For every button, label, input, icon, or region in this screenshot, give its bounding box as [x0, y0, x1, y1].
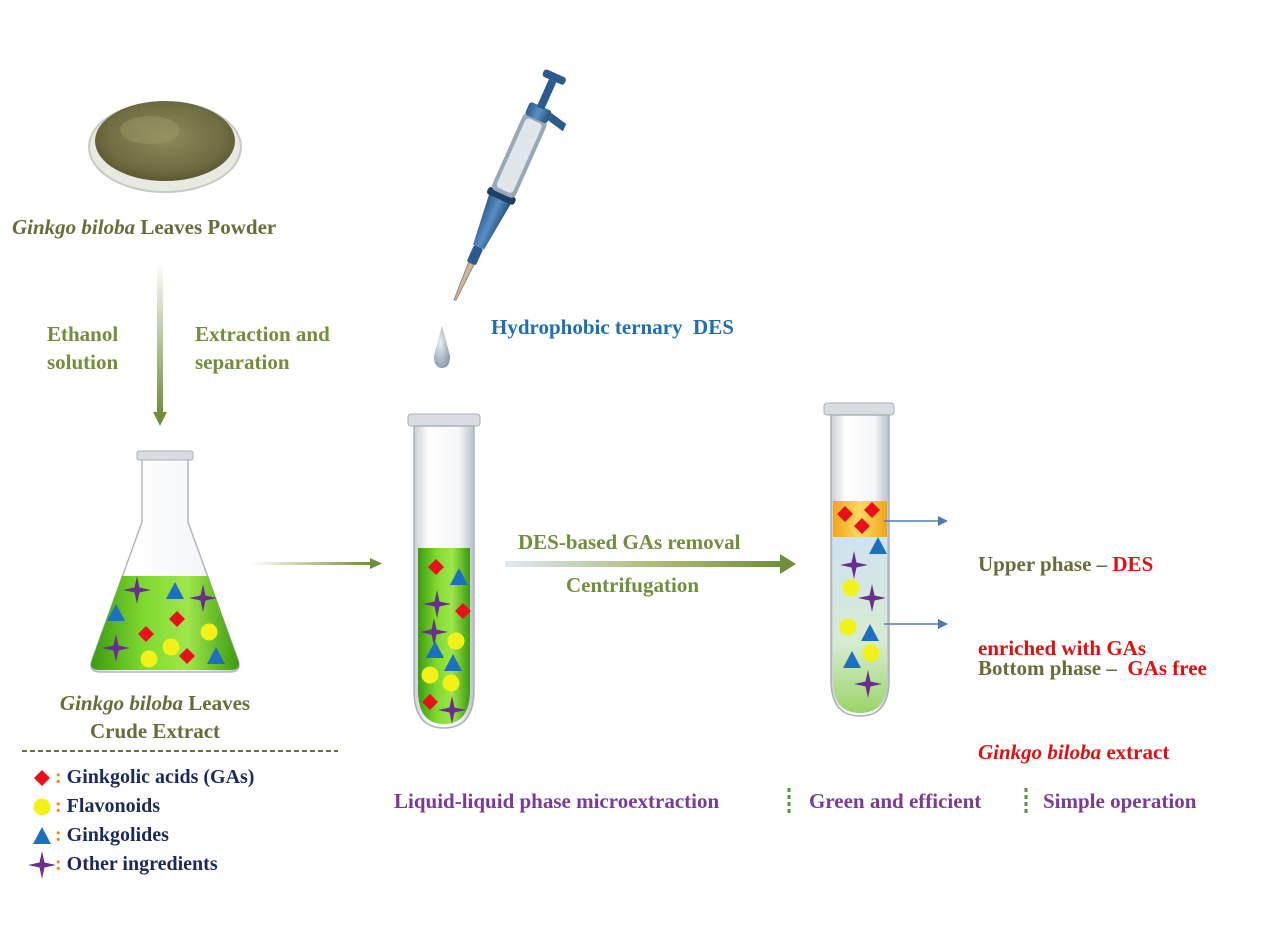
- upper-phase-label: Upper phase – DES enriched with GAs: [978, 552, 1154, 660]
- des-droplet-icon: [434, 326, 450, 368]
- powder-label: Ginkgo biloba Leaves Powder: [12, 215, 277, 239]
- legend-item: : Other ingredients: [55, 853, 218, 875]
- crude-extract-label: Ginkgo biloba Leaves Crude Extract: [59, 691, 251, 743]
- upper-phase-arrow-icon: [884, 516, 948, 526]
- legend-item: : Flavonoids: [55, 795, 161, 817]
- pipette-icon: [453, 69, 567, 301]
- centrifugation-label: Centrifugation: [566, 573, 699, 597]
- process-label: DES-based GAs removal: [518, 530, 741, 554]
- right-arrow-icon: [250, 558, 382, 569]
- ginkgo-powder-dish-icon: [88, 101, 242, 193]
- bottom-phase-label: Bottom phase – GAs free Ginkgo biloba ex…: [978, 656, 1207, 764]
- test-tube-separated-icon: [823, 402, 895, 717]
- feature-green-efficient: Green and efficient: [809, 789, 982, 813]
- red-diamond-icon: [34, 770, 50, 786]
- ethanol-solution-label: Ethanol solution: [47, 322, 119, 374]
- feature-simple-operation: Simple operation: [1043, 789, 1197, 813]
- legend: : Ginkgolic acids (GAs) : Flavonoids : G…: [55, 764, 254, 880]
- extraction-label: Extraction and separation: [195, 322, 330, 374]
- des-label: Hydrophobic ternary DES: [491, 315, 734, 339]
- down-arrow-icon: [153, 262, 167, 426]
- feature-separators: [787, 788, 1028, 815]
- bottom-phase-arrow-icon: [884, 619, 948, 629]
- feature-microextraction: Liquid-liquid phase microextraction: [394, 789, 720, 813]
- test-tube-mixed-icon: [407, 413, 481, 729]
- erlenmeyer-flask-icon: [90, 450, 240, 673]
- purple-star-icon: [28, 851, 56, 879]
- legend-icons: [28, 770, 56, 879]
- process-arrow-icon: [505, 554, 796, 574]
- legend-item: : Ginkgolic acids (GAs): [55, 766, 255, 788]
- legend-item: : Ginkgolides: [55, 824, 169, 846]
- yellow-circle-icon: [33, 798, 51, 816]
- blue-triangle-icon: [33, 827, 51, 844]
